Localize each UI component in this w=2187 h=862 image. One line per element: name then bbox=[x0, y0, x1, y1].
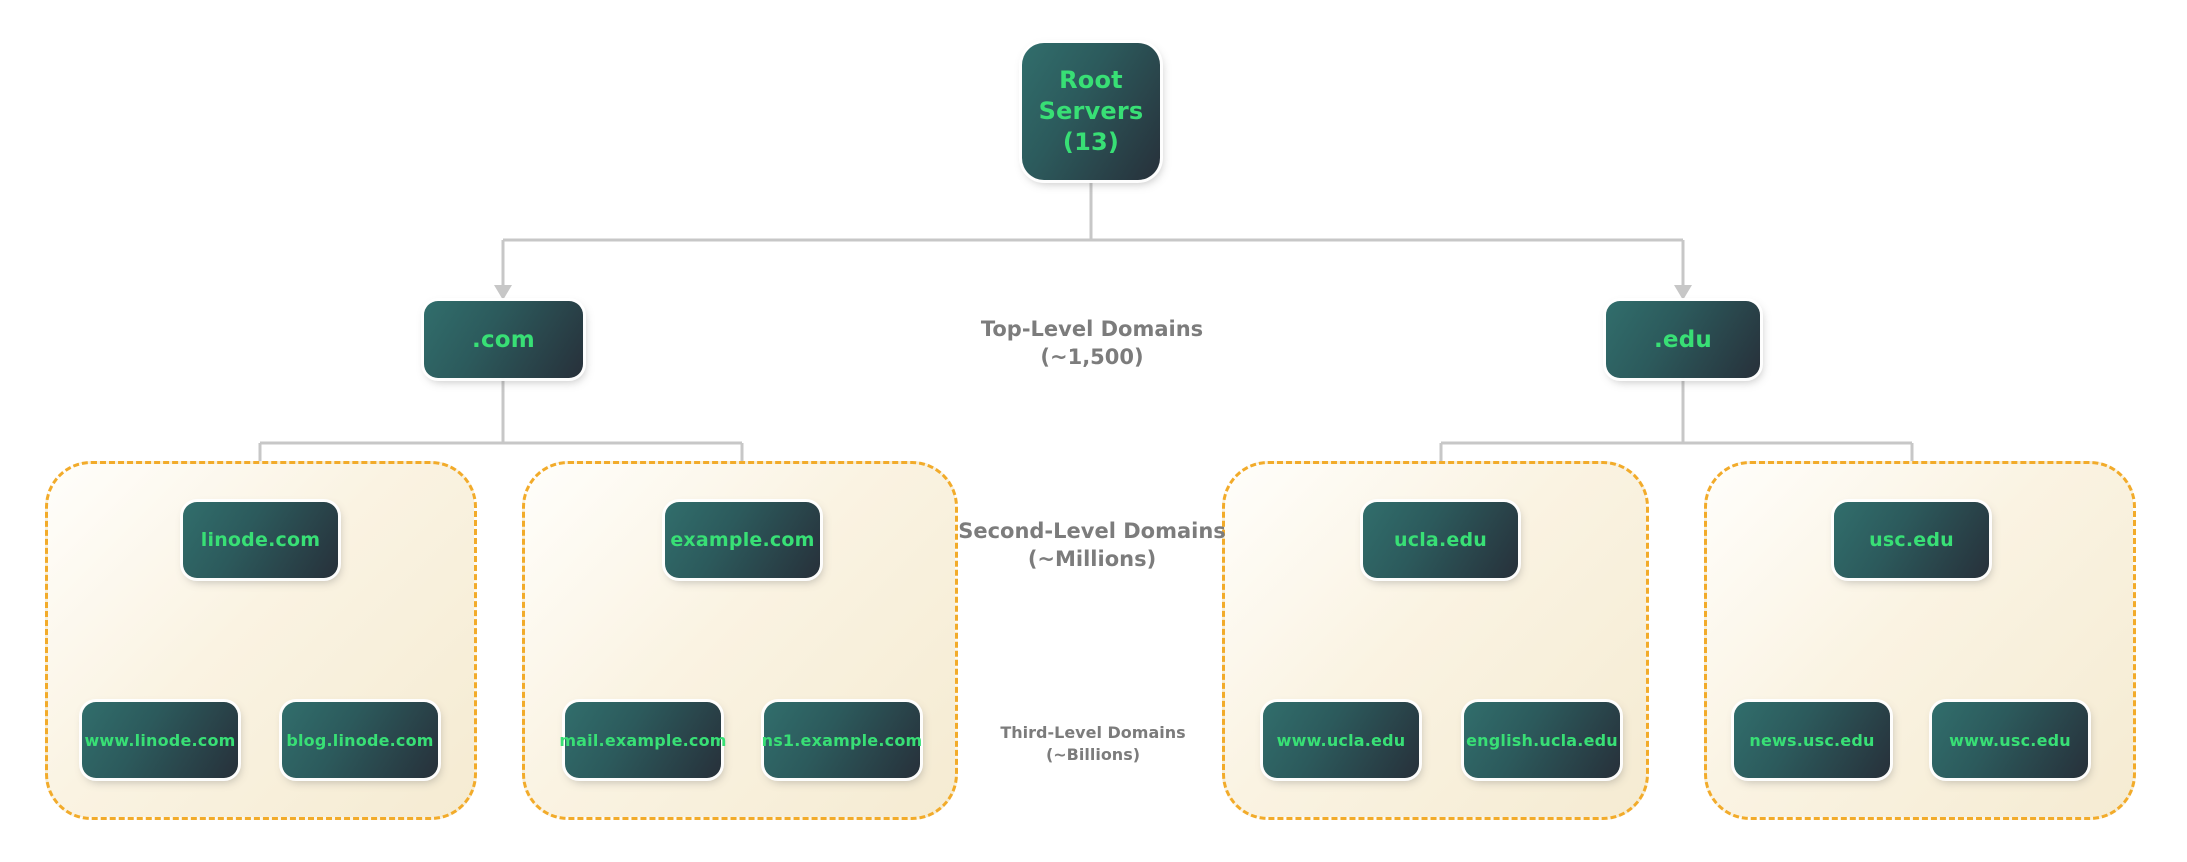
node-sld-usc-edu-label: usc.edu bbox=[1869, 529, 1954, 551]
node-sld-example-com-label: example.com bbox=[670, 529, 815, 551]
root-label-line1: Root bbox=[1059, 66, 1123, 95]
level-label-second-line2: (~Millions) bbox=[1027, 547, 1157, 572]
level-label-third-line2: (~Billions) bbox=[1045, 745, 1141, 765]
node-third-ns1-example-com: ns1.example.com bbox=[761, 702, 923, 778]
node-third-english-ucla-edu: english.ucla.edu bbox=[1464, 702, 1620, 778]
node-third-news-usc-edu-label: news.usc.edu bbox=[1749, 730, 1875, 750]
level-label-second-line1: Second-Level Domains bbox=[958, 519, 1226, 543]
node-tld-edu: .edu bbox=[1606, 301, 1760, 378]
level-label-top-line2: (~1,500) bbox=[1040, 345, 1144, 370]
node-third-www-usc-edu: www.usc.edu bbox=[1932, 702, 2088, 778]
node-tld-com-label: .com bbox=[472, 326, 535, 353]
arrowhead-edu bbox=[1674, 285, 1692, 300]
node-third-mail-example-com-label: mail.example.com bbox=[559, 730, 727, 750]
node-root-servers-label: Root Servers (13) bbox=[1039, 65, 1144, 157]
node-third-english-ucla-edu-label: english.ucla.edu bbox=[1466, 730, 1618, 750]
node-root-servers: Root Servers (13) bbox=[1022, 43, 1160, 180]
level-label-top-level-domains: Top-Level Domains (~1,500) bbox=[981, 315, 1203, 372]
level-label-third-line1: Third-Level Domains bbox=[1000, 723, 1186, 742]
level-label-top-line1: Top-Level Domains bbox=[980, 317, 1204, 341]
node-third-blog-linode-com: blog.linode.com bbox=[282, 702, 438, 778]
node-sld-linode-com: linode.com bbox=[183, 502, 338, 578]
root-label-line3: (13) bbox=[1062, 127, 1120, 156]
node-tld-edu-label: .edu bbox=[1654, 326, 1712, 353]
node-third-www-usc-edu-label: www.usc.edu bbox=[1949, 730, 2071, 750]
node-third-mail-example-com: mail.example.com bbox=[559, 702, 726, 778]
node-third-blog-linode-com-label: blog.linode.com bbox=[286, 730, 434, 750]
node-sld-linode-com-label: linode.com bbox=[200, 529, 321, 551]
node-third-www-ucla-edu: www.ucla.edu bbox=[1263, 702, 1419, 778]
node-sld-example-com: example.com bbox=[665, 502, 820, 578]
node-third-www-linode-com-label: www.linode.com bbox=[84, 730, 236, 750]
node-sld-ucla-edu-label: ucla.edu bbox=[1394, 529, 1487, 551]
node-sld-ucla-edu: ucla.edu bbox=[1363, 502, 1518, 578]
node-third-ns1-example-com-label: ns1.example.com bbox=[761, 730, 923, 750]
arrowhead-com bbox=[494, 285, 512, 300]
node-third-www-linode-com: www.linode.com bbox=[82, 702, 238, 778]
level-label-second-level-domains: Second-Level Domains (~Millions) bbox=[958, 517, 1226, 574]
node-sld-usc-edu: usc.edu bbox=[1834, 502, 1989, 578]
node-third-www-ucla-edu-label: www.ucla.edu bbox=[1276, 730, 1406, 750]
root-label-line2: Servers bbox=[1038, 97, 1144, 126]
node-tld-com: .com bbox=[424, 301, 583, 378]
node-third-news-usc-edu: news.usc.edu bbox=[1734, 702, 1890, 778]
level-label-third-level-domains: Third-Level Domains (~Billions) bbox=[1000, 722, 1185, 767]
